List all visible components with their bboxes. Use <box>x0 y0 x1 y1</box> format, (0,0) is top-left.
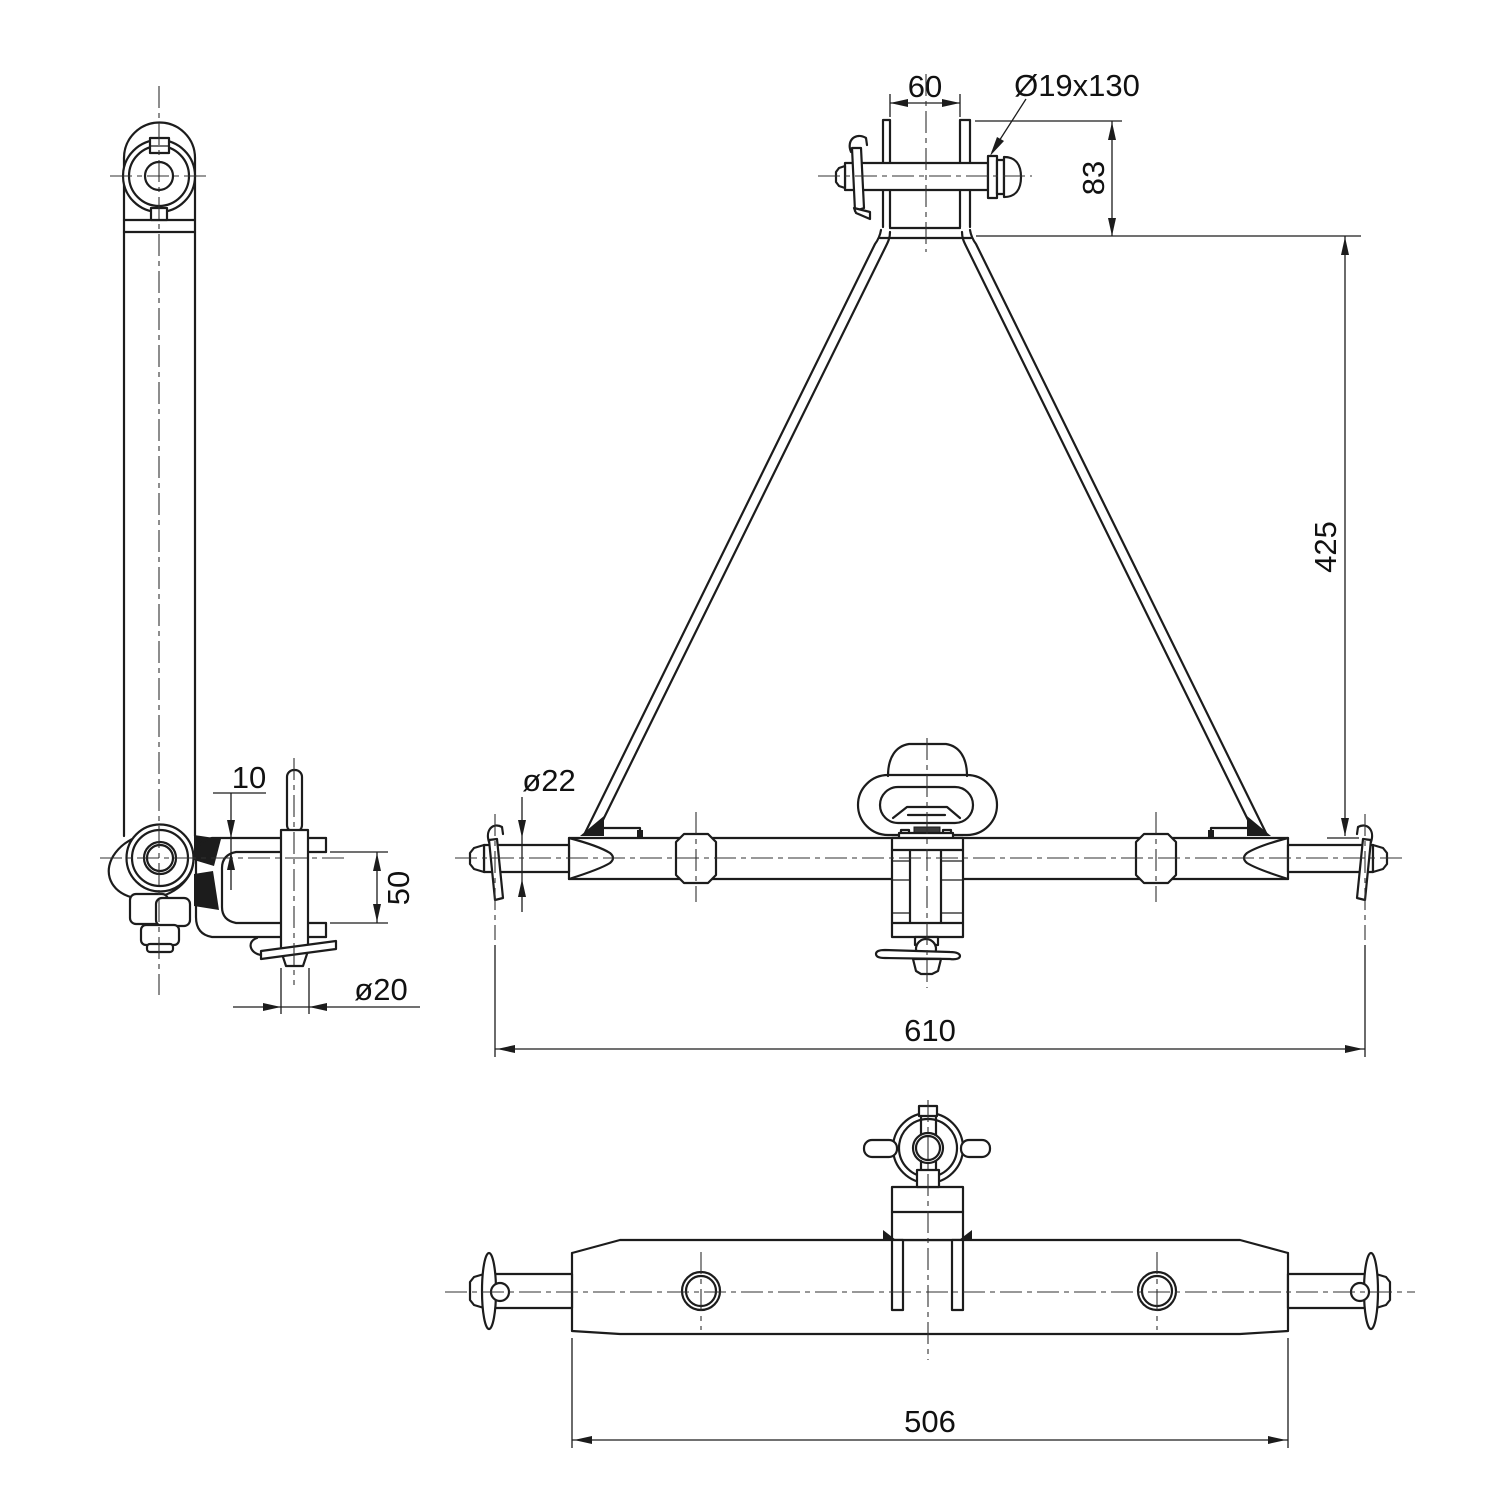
shackle-handle-right <box>959 1138 992 1159</box>
side-view: 10 50 ø20 <box>100 86 420 1014</box>
clevis <box>194 836 328 939</box>
left-leg <box>583 228 883 835</box>
dim-hole-spacing: 506 <box>904 1404 956 1439</box>
weld-fill <box>194 871 219 910</box>
dim-top-pin-spec: Ø19x130 <box>1014 68 1140 103</box>
dim-frame-height: 425 <box>1308 521 1343 573</box>
dim-clevis-pin-diameter: ø20 <box>354 972 407 1007</box>
plan-view: 506 <box>445 1100 1415 1448</box>
top-linch-pin <box>850 146 866 213</box>
weld-fill <box>883 1230 896 1240</box>
weld-fill <box>580 816 604 836</box>
crossbar-plan <box>570 1238 1290 1336</box>
dim-mast-width: 60 <box>908 69 942 104</box>
dim-clevis-opening: 50 <box>381 871 416 905</box>
left-linch-pin <box>487 837 505 902</box>
dim-mast-height: 83 <box>1076 161 1111 195</box>
dim-frame-width: 610 <box>904 1013 956 1048</box>
front-view: 60 Ø19x130 83 425 ø22 610 <box>455 68 1405 1057</box>
linch-pin <box>259 939 338 961</box>
dim-plate-thickness: 10 <box>232 760 266 795</box>
right-linch-pin <box>1355 837 1373 902</box>
dim-bar-diameter: ø22 <box>522 763 575 798</box>
shackle-handle-left <box>862 1138 899 1159</box>
clamp-linch-pin <box>874 948 962 961</box>
shackle-ring <box>856 773 999 837</box>
right-leg <box>968 228 1268 835</box>
